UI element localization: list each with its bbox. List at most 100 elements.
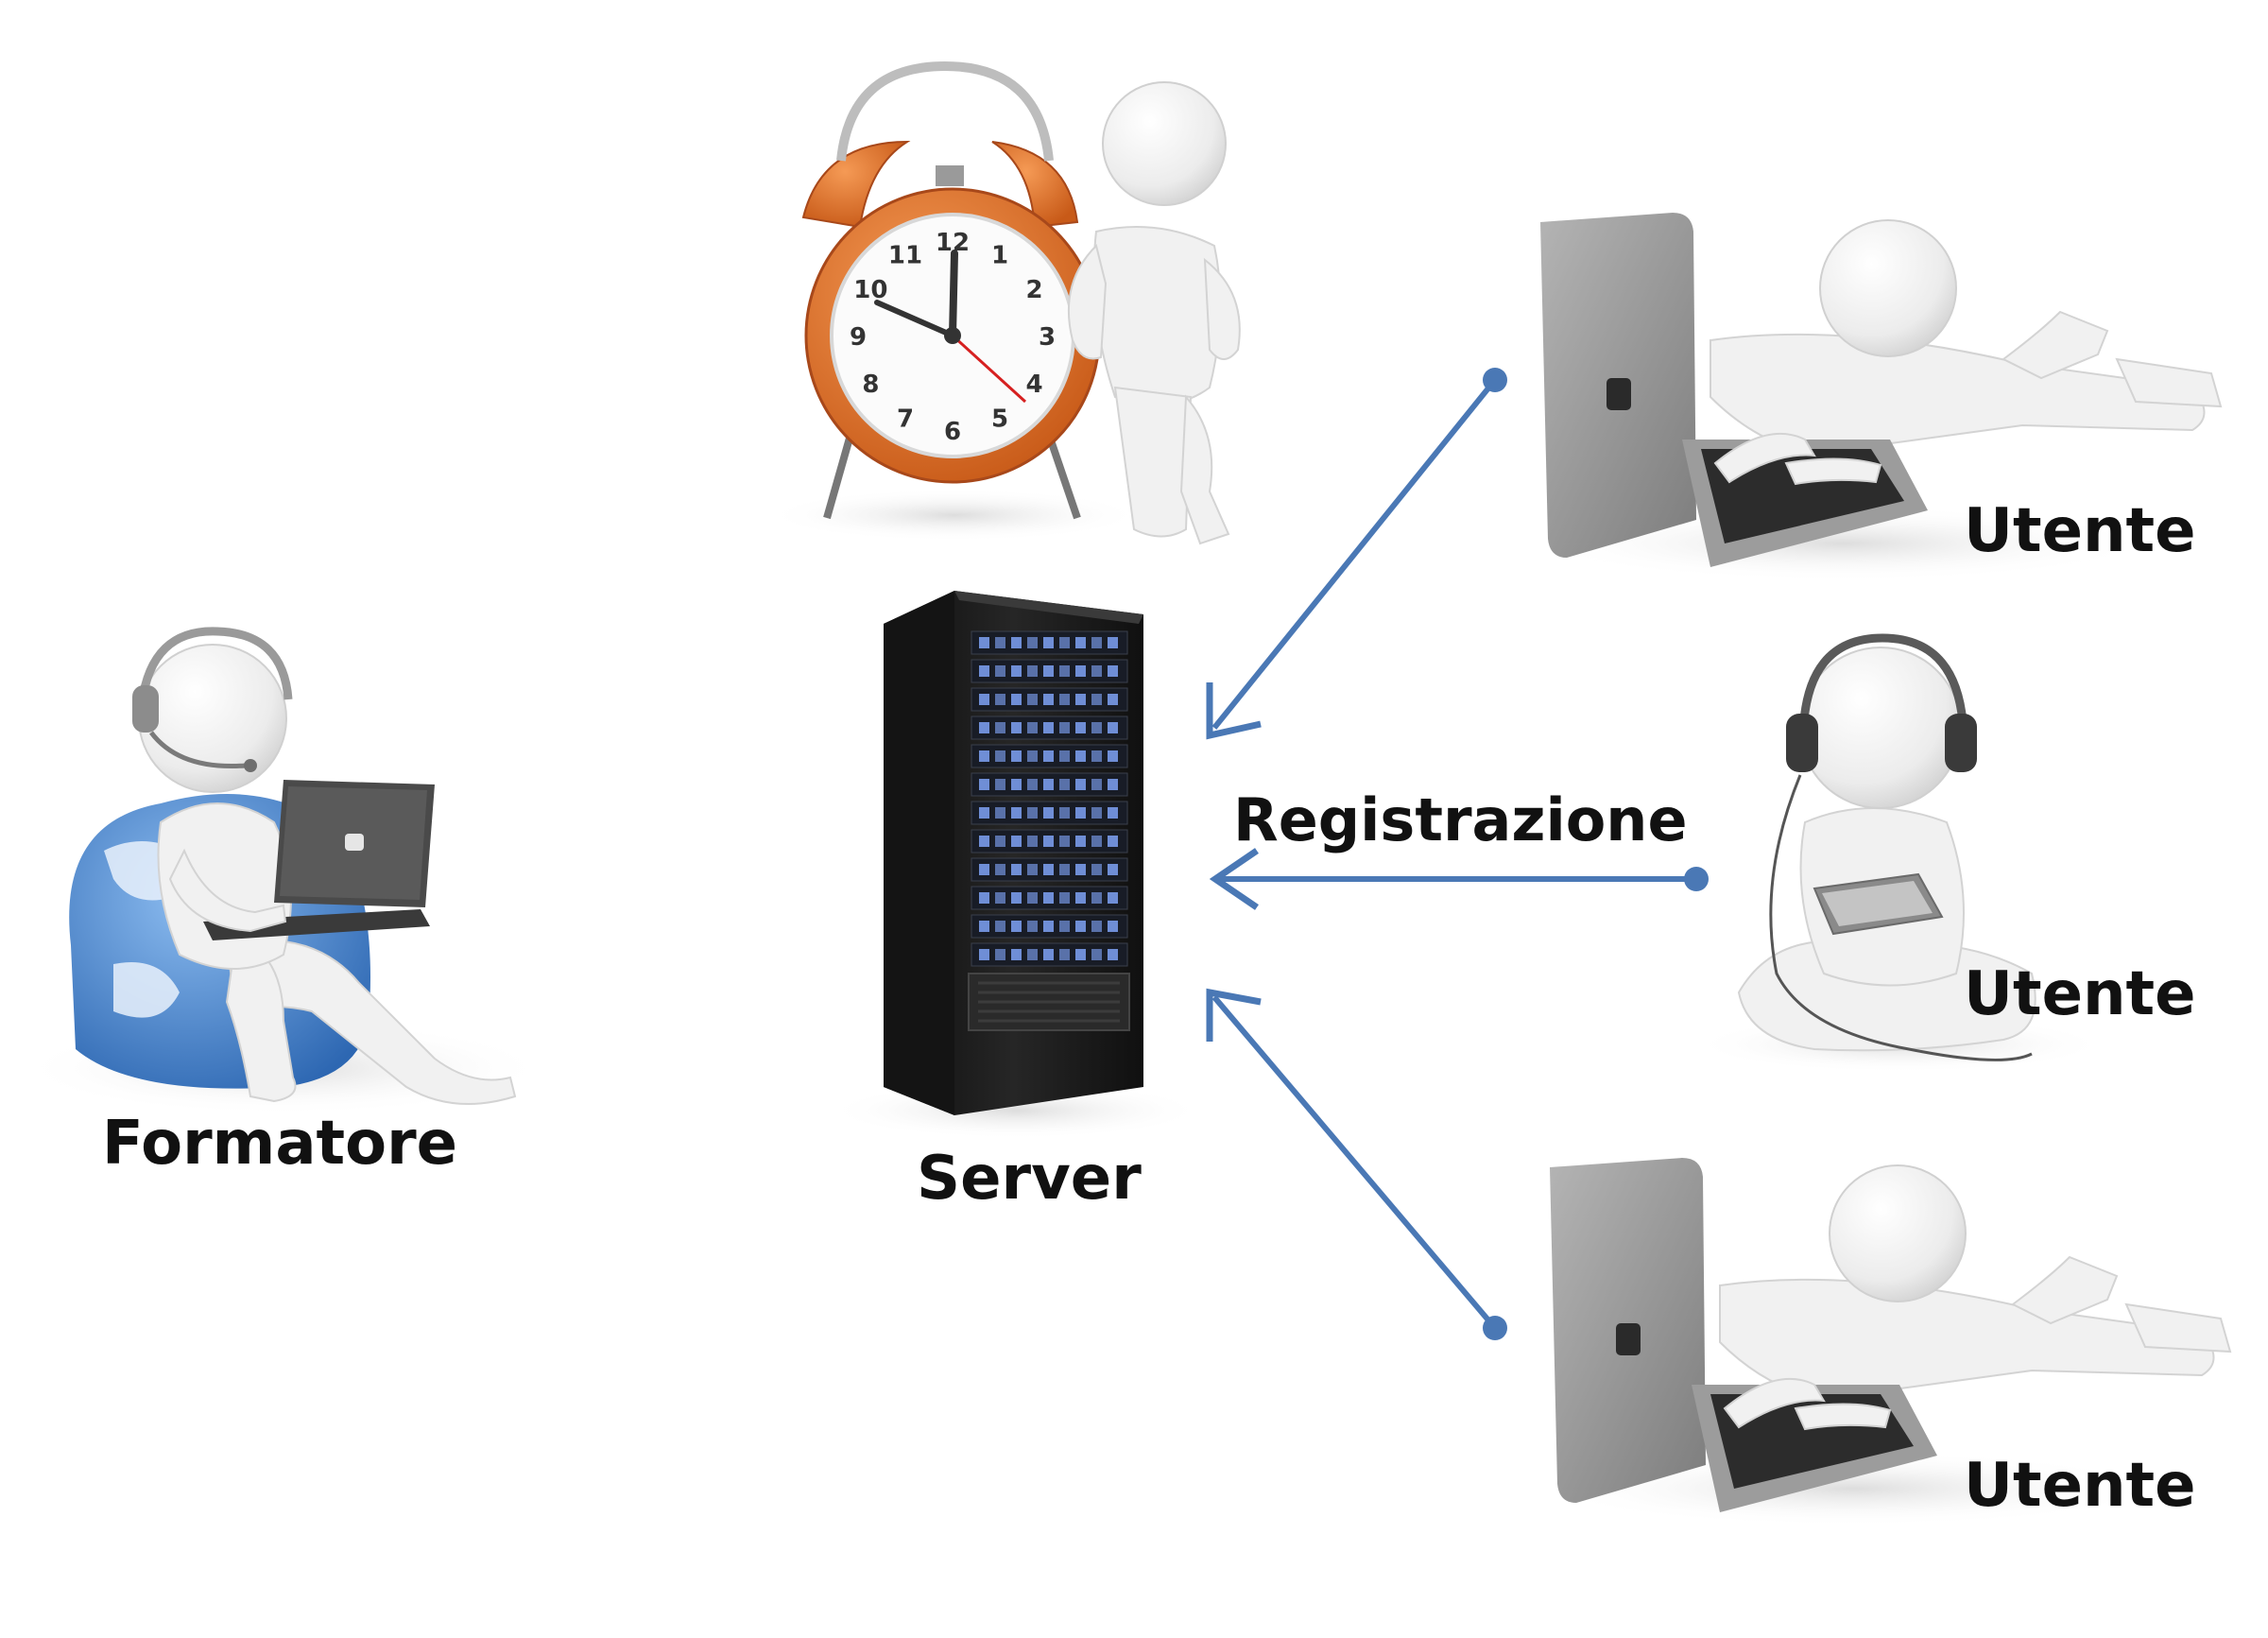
server-led: [995, 779, 1005, 790]
server-led: [1075, 949, 1086, 960]
server-led: [979, 722, 989, 733]
server-led: [995, 750, 1005, 762]
connection-arrows: [1206, 368, 1709, 1340]
server-led: [1027, 694, 1038, 705]
server-led: [1043, 892, 1054, 904]
server-led: [995, 921, 1005, 932]
server-led: [1059, 807, 1070, 819]
server-units: [971, 630, 1128, 967]
server-led: [1108, 722, 1118, 733]
clock-numeral: 11: [888, 241, 922, 269]
server-led: [995, 864, 1005, 875]
server-led: [1027, 750, 1038, 762]
server-rack-icon: [827, 591, 1205, 1139]
server-led: [1011, 750, 1022, 762]
clock-numeral: 1: [991, 241, 1008, 269]
server-led: [1043, 779, 1054, 790]
arrow-top-to-server: [1206, 368, 1507, 740]
server-led: [1108, 864, 1118, 875]
server-led: [1043, 836, 1054, 847]
server-led: [1059, 750, 1070, 762]
clock-numeral: 6: [944, 418, 961, 446]
clock-numeral: 10: [853, 276, 887, 304]
formatore-figure-icon: [19, 627, 548, 1115]
server-led: [995, 694, 1005, 705]
server-led: [1075, 779, 1086, 790]
server-led: [1091, 921, 1102, 932]
server-led: [1043, 949, 1054, 960]
utente-bottom-figure-icon: [1540, 1158, 2232, 1526]
server-led: [979, 750, 989, 762]
server-led: [1043, 921, 1054, 932]
server-led: [1027, 637, 1038, 648]
clock-numeral: 8: [862, 371, 879, 399]
arrow-bottom-to-server: [1206, 988, 1507, 1340]
server-led: [1059, 949, 1070, 960]
label-utente-middle: Utente: [1964, 959, 2196, 1029]
clock-numeral: 3: [1039, 323, 1056, 352]
server-led: [995, 665, 1005, 677]
server-led: [1027, 836, 1038, 847]
server-led: [1011, 921, 1022, 932]
server-led: [1108, 892, 1118, 904]
server-led: [995, 807, 1005, 819]
server-led: [1059, 722, 1070, 733]
label-utente-bottom: Utente: [1964, 1451, 2196, 1521]
server-led: [979, 864, 989, 875]
server-led: [1059, 637, 1070, 648]
clock-numeral: 4: [1026, 371, 1043, 399]
leaning-person-icon: [1067, 81, 1241, 545]
server-led: [1091, 949, 1102, 960]
server-led: [979, 892, 989, 904]
server-led: [1075, 694, 1086, 705]
server-led: [1091, 750, 1102, 762]
server-led: [1091, 722, 1102, 733]
server-led: [979, 807, 989, 819]
clock-numeral: 9: [850, 323, 867, 352]
server-led: [1059, 694, 1070, 705]
server-led: [1059, 665, 1070, 677]
server-led: [1011, 779, 1022, 790]
server-led: [1043, 864, 1054, 875]
server-led: [1011, 892, 1022, 904]
server-led: [1011, 665, 1022, 677]
label-utente-top: Utente: [1964, 496, 2196, 566]
server-led: [1011, 637, 1022, 648]
server-led: [1027, 949, 1038, 960]
server-led: [1043, 694, 1054, 705]
server-led: [1011, 722, 1022, 733]
server-led: [1027, 665, 1038, 677]
server-led: [1027, 807, 1038, 819]
server-led: [979, 836, 989, 847]
server-led: [1091, 665, 1102, 677]
server-led: [1091, 779, 1102, 790]
server-led: [1043, 665, 1054, 677]
server-led: [1108, 637, 1118, 648]
server-led: [1108, 921, 1118, 932]
server-led: [1075, 665, 1086, 677]
server-led: [979, 665, 989, 677]
label-registrazione: Registrazione: [1233, 785, 1688, 854]
label-formatore: Formatore: [102, 1109, 458, 1179]
arrow-middle-to-server: [1209, 848, 1709, 910]
server-led: [1043, 722, 1054, 733]
clock-numeral: 12: [936, 229, 970, 257]
server-led: [1011, 864, 1022, 875]
server-led: [1075, 836, 1086, 847]
server-led: [979, 694, 989, 705]
server-led: [1059, 921, 1070, 932]
server-led: [1011, 949, 1022, 960]
server-led: [1108, 694, 1118, 705]
server-led: [1027, 722, 1038, 733]
server-led: [1011, 694, 1022, 705]
server-led: [1075, 750, 1086, 762]
server-led: [995, 637, 1005, 648]
server-led: [995, 892, 1005, 904]
server-led: [995, 836, 1005, 847]
server-led: [979, 921, 989, 932]
server-led: [1108, 836, 1118, 847]
server-led: [995, 722, 1005, 733]
server-led: [1108, 750, 1118, 762]
